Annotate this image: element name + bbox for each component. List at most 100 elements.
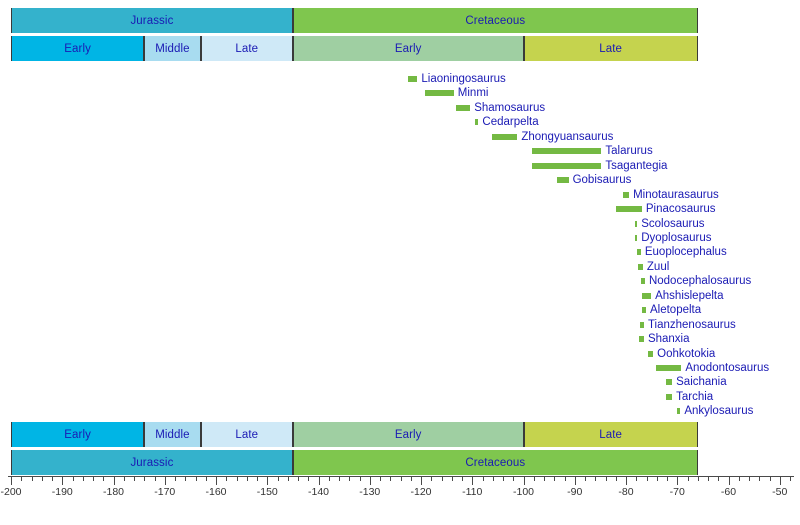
taxon-row: Zhongyuansaurus: [0, 130, 800, 144]
taxon-range-bar: [532, 148, 602, 155]
taxon-range-bar: [615, 206, 642, 213]
band-label: Cretaceous: [465, 456, 526, 469]
axis-tick-minor: [564, 477, 566, 481]
axis-tick-minor: [103, 477, 105, 481]
taxon-row: Shanxia: [0, 332, 800, 346]
axis-tick-minor: [380, 477, 381, 481]
taxon-range-bar: [639, 321, 644, 328]
axis-tick-minor: [656, 477, 658, 481]
taxon-row: Liaoningosaurus: [0, 72, 800, 86]
axis-tick-major: [62, 477, 64, 485]
axis-tick-label: -90: [567, 486, 583, 498]
axis-tick-minor: [21, 477, 23, 481]
axis-tick-minor: [595, 477, 597, 481]
axis-tick-minor: [759, 477, 761, 481]
axis-tick-label: -190: [51, 486, 73, 498]
axis-tick-minor: [554, 477, 556, 481]
axis-tick-minor: [185, 477, 187, 481]
epoch-band-early-cretaceous: Early: [292, 36, 524, 61]
taxon-range-bar: [557, 177, 569, 184]
axis-tick-minor: [400, 477, 402, 481]
epoch-band-bottom-middle-jurassic: Middle: [144, 422, 201, 447]
taxon-label: Cedarpelta: [482, 116, 539, 129]
axis-tick-minor: [441, 477, 443, 481]
taxon-row: Anodontosaurus: [0, 361, 800, 375]
axis-tick-major: [421, 477, 422, 485]
axis-tick-label: -50: [772, 486, 788, 498]
taxon-label: Aletopelta: [649, 304, 702, 317]
taxon-row: Tsagantegia: [0, 159, 800, 173]
taxon-label: Zhongyuansaurus: [521, 130, 614, 143]
taxon-range-bar: [424, 90, 454, 97]
taxon-label: Oohkotokia: [657, 347, 716, 360]
axis-tick-major: [369, 477, 371, 485]
taxon-label: Gobisaurus: [572, 174, 632, 187]
epoch-band-early-jurassic: Early: [11, 36, 145, 61]
axis-tick-minor: [738, 477, 740, 481]
axis-tick-minor: [82, 477, 84, 481]
axis-tick-minor: [503, 477, 504, 481]
time-axis: -200-190-180-170-160-150-140-130-120-110…: [0, 476, 800, 521]
axis-tick-minor: [451, 477, 453, 481]
taxon-label: Shanxia: [647, 333, 690, 346]
axis-tick-minor: [52, 477, 53, 481]
band-label: Late: [235, 428, 259, 441]
taxon-row: Euoplocephalus: [0, 245, 800, 259]
taxon-label: Talarurus: [605, 145, 653, 158]
axis-tick-minor: [339, 477, 340, 481]
taxon-row: Shamosaurus: [0, 101, 800, 115]
epoch-band-middle-jurassic: Middle: [144, 36, 201, 61]
taxon-range-bar: [665, 379, 673, 386]
taxon-label: Dyoplosaurus: [641, 231, 712, 244]
axis-line: [8, 476, 794, 477]
axis-tick-minor: [697, 477, 699, 481]
axis-tick-minor: [298, 477, 299, 481]
taxon-label: Tianzhenosaurus: [647, 318, 736, 331]
period-band-row-bottom: Jurassic Cretaceous: [11, 450, 698, 475]
taxon-range-bar: [638, 336, 644, 343]
axis-tick-major: [164, 477, 166, 485]
taxon-range-bar: [641, 292, 652, 299]
band-label: Cretaceous: [465, 14, 526, 27]
axis-tick-minor: [123, 477, 125, 481]
band-label: Jurassic: [130, 456, 174, 469]
taxon-row: Tarchia: [0, 390, 800, 404]
axis-tick-minor: [585, 477, 586, 481]
taxon-range-bar: [622, 191, 630, 198]
axis-tick-label: -60: [720, 486, 737, 498]
taxon-label: Ankylosaurus: [684, 405, 754, 418]
axis-tick-minor: [287, 477, 289, 481]
axis-tick-minor: [513, 477, 515, 481]
axis-tick-minor: [544, 477, 545, 481]
axis-tick-minor: [646, 477, 648, 481]
axis-tick-major: [216, 477, 217, 485]
axis-tick-minor: [328, 477, 330, 481]
axis-tick-minor: [257, 477, 258, 481]
axis-tick-major: [574, 477, 576, 485]
taxon-range-bar: [637, 263, 643, 270]
axis-tick-minor: [708, 477, 709, 481]
axis-tick-minor: [492, 477, 494, 481]
axis-tick-major: [472, 477, 474, 485]
period-band-bottom-cretaceous: Cretaceous: [292, 450, 698, 475]
axis-tick-label: -180: [102, 486, 125, 498]
taxon-row: Scolosaurus: [0, 217, 800, 231]
axis-tick-minor: [359, 477, 361, 481]
taxon-range-bar: [475, 119, 479, 126]
epoch-band-late-jurassic: Late: [200, 36, 293, 61]
axis-tick-minor: [226, 477, 228, 481]
taxon-label: Tarchia: [676, 390, 714, 403]
taxon-row: Minmi: [0, 86, 800, 100]
period-band-cretaceous: Cretaceous: [292, 8, 698, 33]
taxon-row: Cedarpelta: [0, 115, 800, 129]
taxon-row: Nodocephalosaurus: [0, 274, 800, 288]
taxon-label: Nodocephalosaurus: [648, 275, 752, 288]
axis-tick-minor: [154, 477, 156, 481]
taxon-range-bar: [634, 220, 638, 227]
taxon-label: Minmi: [457, 87, 489, 100]
axis-tick-minor: [236, 477, 238, 481]
taxon-range-bar: [656, 365, 682, 371]
taxon-row: Pinacosaurus: [0, 202, 800, 216]
